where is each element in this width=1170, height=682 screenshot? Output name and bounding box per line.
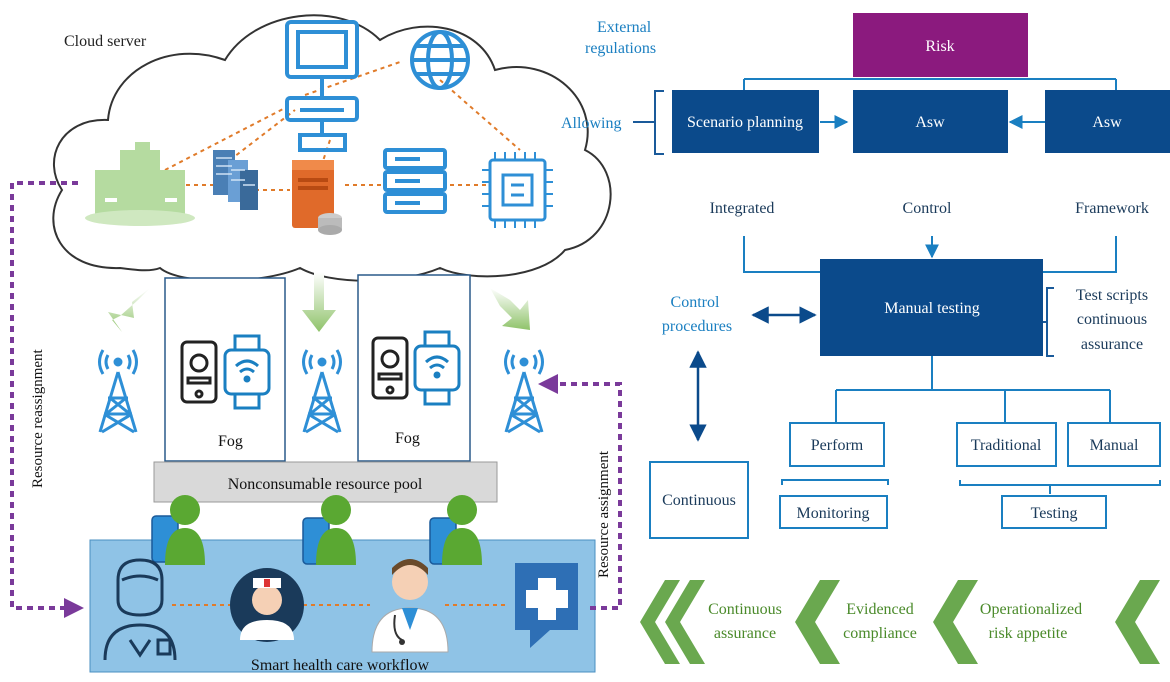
chevron-labels: Continuous assurance Evidenced complianc…: [708, 601, 1082, 642]
staff-user-1: [151, 495, 205, 565]
resource-assignment-line: [538, 374, 622, 610]
chevron-label-1-line2: assurance: [714, 625, 776, 642]
traditional-label: Traditional: [971, 437, 1042, 454]
external-regulations-line2: regulations: [585, 40, 656, 57]
antenna-tower-icon: [98, 349, 544, 434]
asw-center-box: [853, 90, 1008, 153]
framework-label: Framework: [1075, 200, 1149, 217]
fog-label-1: Fog: [218, 433, 243, 450]
perform-label: Perform: [811, 437, 864, 454]
top-connectors: [743, 78, 1117, 273]
chevron-icon-1: [640, 580, 680, 664]
bottom-connectors: [781, 356, 1161, 494]
chevron-label-2-line1: Evidenced: [846, 601, 914, 618]
antenna-tower-1: [98, 349, 138, 434]
storage-icon: [383, 148, 447, 214]
asw-center-label: Asw: [915, 114, 945, 131]
asw-right-label: Asw: [1092, 114, 1122, 131]
risk-flow: External regulations Risk Allowing Scena…: [561, 13, 1170, 539]
fog-label-2: Fog: [395, 430, 420, 447]
antenna-tower-2: [302, 349, 342, 434]
cloud-server: Cloud server: [52, 14, 612, 282]
staff-user-2: [302, 495, 356, 565]
chevron-label-2-line2: compliance: [843, 625, 917, 642]
smartwatch-icon-2: [413, 330, 461, 406]
allowing-label: Allowing: [561, 115, 621, 132]
perform-box: [789, 422, 885, 467]
staff-user-3: [429, 495, 482, 565]
test-scripts-line2: continuous: [1077, 311, 1147, 328]
testing-box: [1001, 495, 1107, 529]
risk-label: Risk: [925, 38, 954, 55]
test-scripts-bracket: [1046, 287, 1054, 357]
integrated-label: Integrated: [710, 200, 775, 217]
control-procedures-line1: Control: [671, 294, 720, 311]
antenna-tower-3: [504, 349, 544, 434]
doctor-icon: [371, 559, 449, 653]
resource-pool: Nonconsumable resource pool: [153, 461, 498, 503]
monitoring-box: [779, 495, 888, 529]
medical-cross-icon: [515, 563, 578, 648]
asw-right-box: [1045, 90, 1170, 153]
chevron-icon-2: [665, 580, 705, 664]
workflow-label: Smart health care workflow: [251, 657, 430, 674]
monitoring-label: Monitoring: [797, 505, 870, 522]
continuous-box: [649, 461, 749, 539]
test-scripts-line1: Test scripts: [1076, 287, 1148, 304]
smartphone-icon-2: [371, 336, 409, 400]
external-regulations-line1: External: [597, 19, 652, 36]
nurse-icon: [230, 568, 304, 642]
chevron-icon-4: [933, 580, 978, 664]
scenario-planning-label: Scenario planning: [687, 114, 803, 131]
testing-label: Testing: [1031, 505, 1078, 522]
arrow-down-2: [302, 272, 336, 332]
chevron-label-1-line1: Continuous: [708, 601, 782, 618]
resource-reassignment-line: [10, 181, 84, 618]
chevron-label-3-line1: Operationalized: [980, 601, 1082, 618]
arrow-down-3: [490, 288, 530, 330]
test-scripts-line3: assurance: [1081, 336, 1143, 353]
control-procedures-line2: procedures: [662, 318, 732, 335]
manual-testing-label: Manual testing: [884, 300, 980, 317]
assignment-label: Resource assignment: [596, 450, 612, 578]
control-label: Control: [903, 200, 952, 217]
chevron-row: [640, 580, 1160, 664]
manual-testing-box: [820, 259, 1043, 356]
continuous-label: Continuous: [662, 492, 736, 509]
manual-label: Manual: [1090, 437, 1139, 454]
reassignment-label: Resource reassignment: [30, 348, 46, 488]
green-down-arrows: [108, 272, 530, 332]
computer-icon: [285, 20, 359, 152]
arrow-down-1: [108, 288, 150, 332]
cloud-label: Cloud server: [64, 33, 147, 50]
chevron-icon-5: [1115, 580, 1160, 664]
tower-server-icon: [292, 160, 342, 235]
server-rack-icon: [213, 150, 258, 210]
pool-label: Nonconsumable resource pool: [228, 476, 423, 493]
building-icon: [85, 142, 195, 226]
chip-icon: [482, 152, 553, 228]
chevron-label-3-line2: risk appetite: [989, 625, 1068, 642]
globe-icon: [410, 30, 470, 90]
health-care-workflow: Smart health care workflow: [89, 495, 596, 674]
smartphone-icon: [180, 340, 218, 404]
traditional-box: [956, 422, 1057, 467]
chevron-icon-3: [795, 580, 840, 664]
risk-box: [853, 13, 1028, 77]
allowing-bracket: [654, 90, 664, 155]
scenario-planning-box: [672, 90, 819, 153]
user-icon: [103, 558, 177, 661]
smartwatch-icon: [223, 334, 271, 410]
manual-box: [1067, 422, 1161, 467]
